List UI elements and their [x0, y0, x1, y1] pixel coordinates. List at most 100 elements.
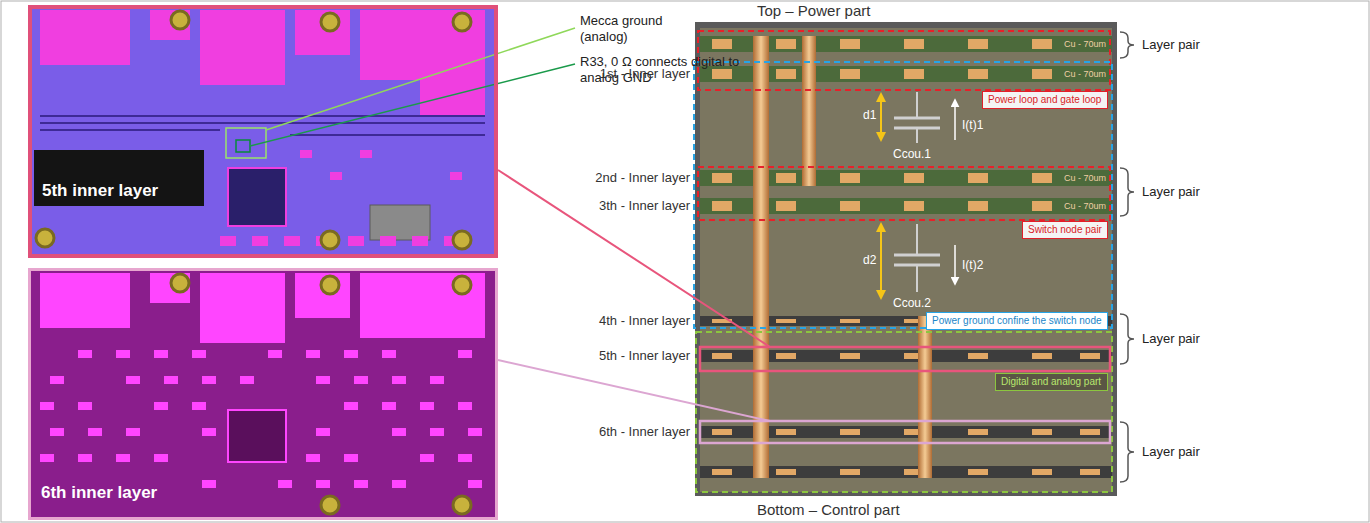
- copper-thickness: Cu - 70um: [1064, 172, 1106, 184]
- dimension-label: d1: [863, 108, 876, 122]
- copper-pad: [776, 469, 796, 475]
- layer-label: 3th - Inner layer: [599, 198, 690, 214]
- smd-pad: [78, 402, 92, 410]
- region-tag: Power ground confine the switch node: [926, 312, 1108, 330]
- capacitor-symbol: [916, 265, 918, 292]
- ic-footprint: [228, 168, 286, 226]
- copper-pad: [968, 469, 988, 475]
- pcb-board: [30, 7, 496, 256]
- smd-pad: [344, 350, 358, 358]
- capacitor-label: Ccou.2: [893, 296, 931, 310]
- copper-pad: [712, 353, 732, 359]
- keepout-area: [34, 150, 204, 206]
- capacitor-symbol: [916, 224, 918, 255]
- smd-pad: [420, 402, 434, 410]
- smd-pad: [252, 236, 268, 246]
- region-outline: [694, 62, 1112, 328]
- smd-pad: [40, 402, 54, 410]
- region-tag: Digital and analog part: [995, 373, 1108, 391]
- panel-title: 5th inner layer: [42, 181, 158, 201]
- capacitor-label: Ccou.1: [893, 147, 931, 161]
- copper-pad: [1032, 69, 1052, 79]
- copper-thickness: Cu - 70um: [1064, 68, 1106, 80]
- copper-pad: [1032, 201, 1052, 211]
- copper-pad: [968, 69, 988, 79]
- current-arrow: [954, 245, 956, 284]
- smd-pad: [468, 428, 482, 436]
- dimension-arrow: [880, 94, 882, 140]
- smd-pad: [154, 350, 168, 358]
- copper-pad: [1032, 353, 1052, 359]
- pcb-board: [30, 270, 496, 518]
- copper-pad: [776, 429, 796, 435]
- copper-pad: [968, 173, 988, 183]
- copper-pad: [840, 429, 860, 435]
- leader-line: [498, 360, 770, 421]
- region-label: Power ground confine the switch node: [932, 315, 1102, 327]
- smd-pad: [420, 454, 434, 462]
- layer-pair-label: Layer pair: [1142, 184, 1200, 200]
- smd-pad: [354, 480, 368, 488]
- capacitor-symbol: [894, 254, 940, 257]
- copper-pad: [968, 201, 988, 211]
- layer-label: 2nd - Inner layer: [595, 170, 690, 186]
- layer-highlight: [700, 347, 1110, 371]
- copper-pad: [968, 353, 988, 359]
- mounting-hole: [453, 496, 471, 514]
- via: [802, 36, 816, 186]
- smd-pad: [360, 150, 372, 158]
- copper-pour: [150, 10, 190, 40]
- smd-pad: [50, 376, 64, 384]
- copper-thickness: Cu - 70um: [1064, 200, 1106, 212]
- copper-pad: [776, 39, 796, 49]
- region-outline: [698, 31, 1110, 90]
- smd-pad: [164, 376, 178, 384]
- smd-pad: [458, 454, 472, 462]
- smd-pad: [306, 454, 320, 462]
- copper-pad: [712, 469, 732, 475]
- layer-pair-label: Layer pair: [1142, 444, 1200, 460]
- smd-pad: [330, 172, 342, 180]
- copper-pad: [840, 69, 860, 79]
- smd-pad: [88, 428, 102, 436]
- stack-title: Bottom – Control part: [757, 501, 900, 519]
- smd-pad: [78, 454, 92, 462]
- smd-pad: [392, 480, 406, 488]
- copper-pad: [776, 69, 796, 79]
- smd-pad: [382, 402, 396, 410]
- mounting-hole: [321, 231, 339, 249]
- smd-pad: [50, 428, 64, 436]
- copper-pad: [904, 173, 924, 183]
- layer-pair-label: Layer pair: [1142, 331, 1200, 347]
- smd-pad: [284, 236, 300, 246]
- smd-pad: [392, 428, 406, 436]
- mounting-hole: [171, 11, 189, 29]
- copper-pad: [840, 201, 860, 211]
- smd-pad: [316, 376, 330, 384]
- smd-pad: [240, 376, 254, 384]
- copper-pour: [200, 10, 285, 85]
- via: [753, 36, 769, 478]
- mounting-hole: [36, 229, 54, 247]
- copper-pour: [40, 10, 130, 65]
- bracket: [1120, 32, 1134, 58]
- copper-pad: [840, 319, 860, 323]
- current-arrow: [954, 100, 956, 140]
- hatched-area: [370, 205, 430, 240]
- copper-pad: [776, 201, 796, 211]
- region-label: Power loop and gate loop: [988, 94, 1101, 106]
- copper-pad: [712, 39, 732, 49]
- capacitor-symbol: [916, 92, 918, 118]
- leader-line: [250, 64, 575, 146]
- stackup-frame: [695, 22, 1117, 496]
- layer-label: 4th - Inner layer: [599, 313, 690, 329]
- copper-pour: [200, 273, 285, 343]
- trace: [40, 122, 485, 124]
- smd-pad: [278, 480, 292, 488]
- copper-pour: [40, 273, 130, 328]
- mounting-hole: [321, 496, 339, 514]
- capacitor-symbol: [916, 128, 918, 143]
- current-label: I(t)2: [962, 258, 983, 272]
- smd-pad: [268, 350, 282, 358]
- dimension-label: d2: [863, 253, 876, 267]
